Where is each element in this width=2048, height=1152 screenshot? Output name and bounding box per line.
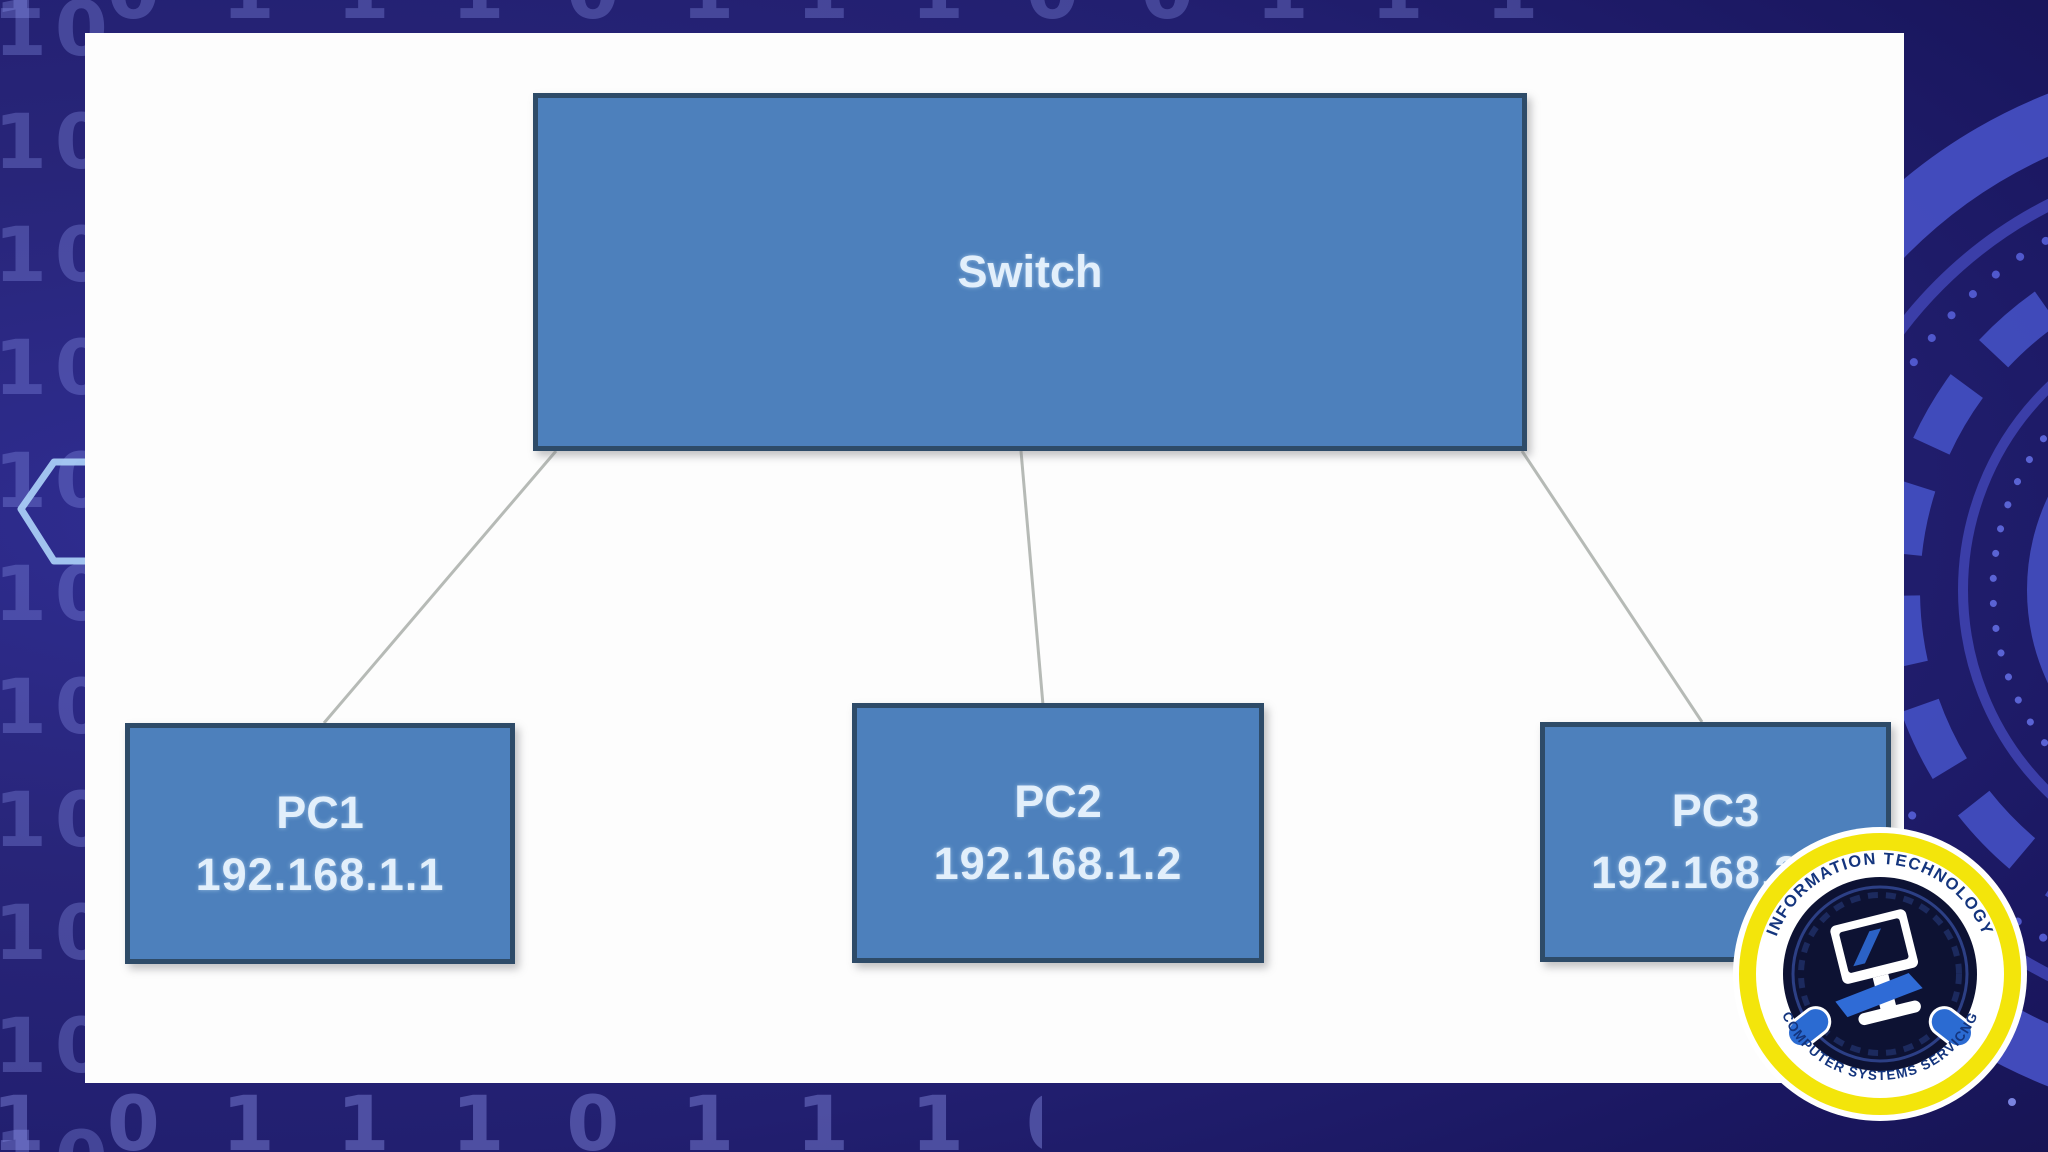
it-seal-logo: INFORMATION TECHNOLOGY COMPUTER SYSTEMS … — [1733, 827, 2027, 1121]
pc2-node: PC2 192.168.1.2 — [852, 703, 1264, 963]
binary-digits-bottom-row: 1011101110 — [0, 1086, 1042, 1152]
logo-right-pill — [1928, 1006, 1974, 1049]
switch-label: Switch — [957, 246, 1103, 297]
switch-node: Switch — [533, 93, 1527, 451]
connector-switch-pc3 — [1520, 450, 1704, 723]
pc2-label: PC2 — [1014, 776, 1102, 827]
pc3-label: PC3 — [1671, 785, 1760, 836]
pc1-node: PC1 192.168.1.1 — [125, 723, 515, 964]
binary-digits-top-row: 10111011100111 — [0, 0, 1592, 30]
pc1-ip-address: 192.168.1.1 — [195, 848, 445, 900]
logo-left-pill — [1786, 1006, 1832, 1049]
computer-monitor-icon — [1830, 909, 1923, 1026]
pc1-label: PC1 — [276, 786, 364, 838]
logo-inner-dashed-ring — [1798, 892, 1962, 1056]
logo-inner-ring — [1791, 885, 1969, 1063]
connector-switch-pc1 — [322, 450, 558, 724]
pc2-ip-address: 192.168.1.2 — [933, 838, 1183, 889]
connector-switch-pc2 — [1019, 450, 1045, 706]
